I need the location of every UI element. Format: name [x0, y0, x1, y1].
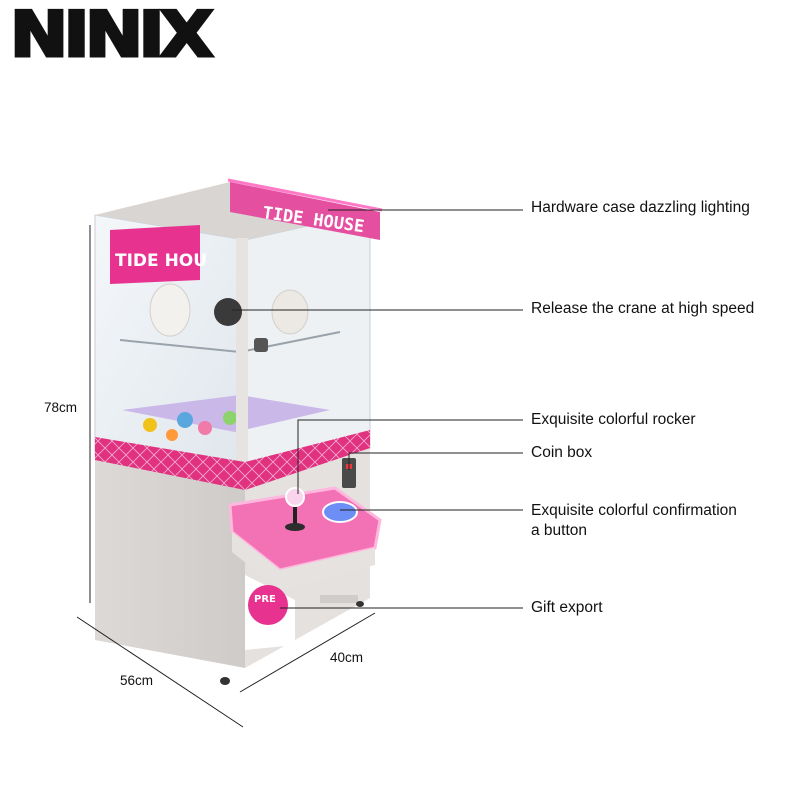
depth-dimension-label: 56cm [120, 673, 154, 688]
decorative-band [95, 430, 370, 490]
brand-logo-text: NINIX [10, 4, 213, 66]
width-dimension-label: 40cm [330, 650, 364, 665]
side-sign-text: TIDE HOU [115, 251, 207, 271]
callout-crane: Release the crane at high speed [531, 300, 755, 317]
depth-dimension-line [76, 616, 244, 728]
joystick-ball-icon [285, 487, 305, 507]
callout-rocker: Exquisite colorful rocker [531, 411, 696, 428]
width-dimension-line [239, 612, 376, 693]
top-sign [230, 182, 380, 240]
brand-logo: NINIX [10, 4, 219, 66]
callout-coin-box: Coin box [531, 444, 593, 461]
height-dimension-label: 78cm [44, 400, 78, 415]
leader-line-rocker [297, 419, 523, 494]
callout-confirm-button: Exquisite colorful confirmation a button [531, 502, 737, 539]
coin-box [342, 458, 356, 488]
side-sign-panel [110, 225, 200, 284]
plush-toy [149, 283, 191, 337]
plush-toy [271, 289, 309, 335]
crane-claw [214, 298, 242, 326]
cabinet-side-panel [95, 455, 245, 668]
gift-door-text: PRE [254, 594, 276, 605]
callout-gift-export: Gift export [531, 599, 603, 616]
callout-lighting: Hardware case dazzling lighting [531, 199, 750, 216]
confirm-button-icon [322, 501, 358, 523]
leader-line-coin [348, 452, 523, 470]
